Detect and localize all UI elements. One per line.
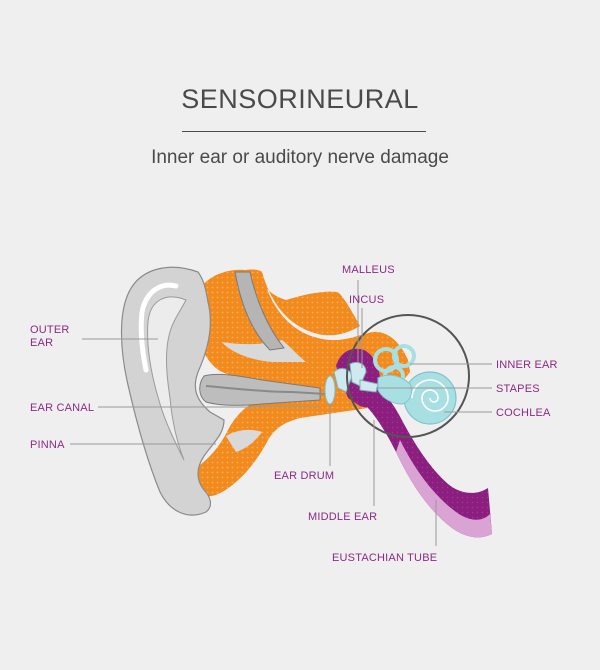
label-incus: INCUS (349, 294, 384, 306)
ear-canal-shape (205, 385, 327, 395)
label-cochlea: COCHLEA (496, 407, 551, 419)
page-title: SENSORINEURAL (181, 84, 419, 114)
label-malleus: MALLEUS (342, 264, 395, 276)
pinna-helix (138, 282, 179, 373)
label-pinna: PINNA (30, 439, 65, 451)
inner-ear-highlight-ring (346, 314, 470, 438)
label-outer-ear-line2: EAR (30, 337, 53, 349)
muscle-band (234, 271, 285, 351)
pinna-inner (147, 296, 187, 461)
semicircular-canals (373, 344, 416, 387)
leader-lines (70, 280, 492, 546)
canal-cavity-lower (226, 429, 262, 452)
label-inner-ear: INNER EAR (496, 359, 558, 371)
stapes-shape (359, 379, 379, 393)
label-ear-drum: EAR DRUM (274, 470, 334, 482)
cochlea-shape (403, 371, 457, 425)
canal-cavity (222, 340, 306, 362)
ear-drum-shape (324, 375, 336, 405)
label-middle-ear: MIDDLE EAR (308, 511, 377, 523)
page-subtitle: Inner ear or auditory nerve damage (151, 147, 449, 168)
title-divider (182, 131, 426, 132)
label-ear-canal: EAR CANAL (30, 402, 94, 414)
eustachian-tube-shape (358, 388, 492, 538)
temporal-bone-upper (245, 269, 360, 336)
label-stapes: STAPES (496, 383, 540, 395)
eustachian-tube-highlight (396, 440, 492, 538)
vestibule (377, 374, 413, 405)
label-outer-ear-line1: OUTER (30, 324, 70, 336)
pinna-shape (120, 266, 225, 516)
label-eustachian-tube: EUSTACHIAN TUBE (332, 552, 437, 564)
